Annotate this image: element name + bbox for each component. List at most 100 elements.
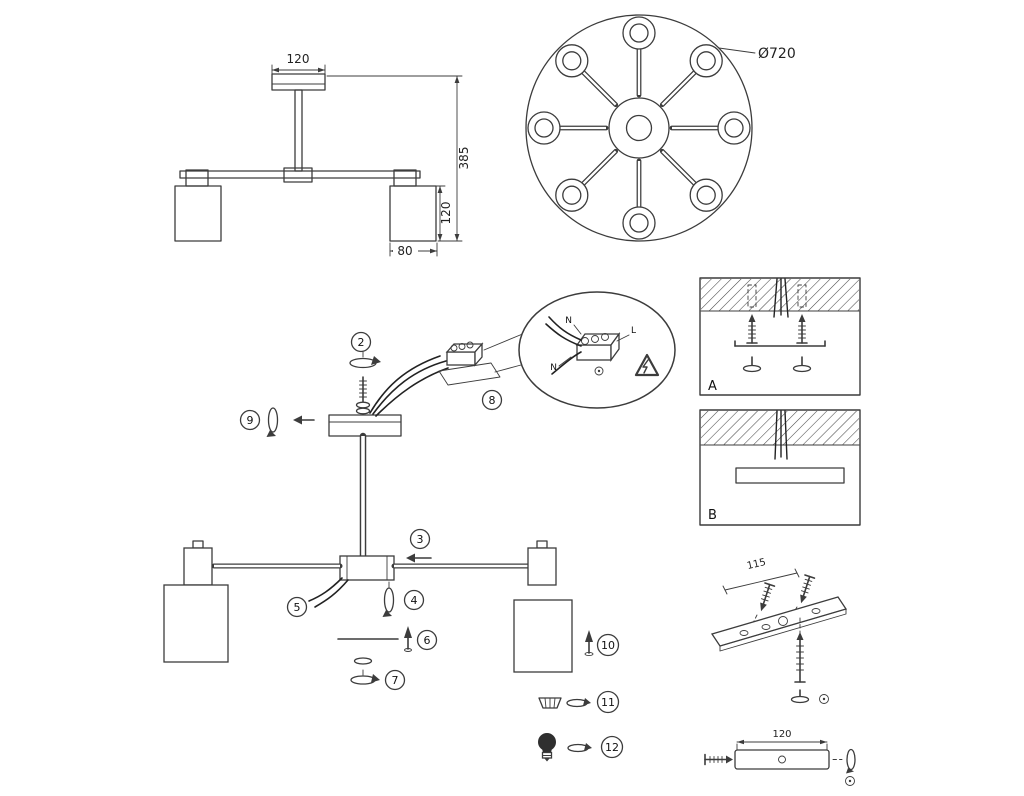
step-10-label: 10 [601,639,615,652]
rotate-arrow-icon [846,748,856,774]
center-hub [283,167,313,183]
dim-line-shade-diameter [389,242,438,257]
dim-shade-height: 120 [439,202,453,225]
step-10-marker [596,633,620,657]
dim-total-height: 385 [457,147,471,170]
right-socket-exploded [527,540,557,586]
ceiling-wires [774,410,788,460]
ceiling-hatch [701,279,859,311]
cover-disc [353,657,373,665]
right-shade-exploded [513,599,573,673]
lampholder-ring-icon [538,697,562,709]
rotate-arrow-icon [382,581,395,617]
earth-symbol-icon [594,366,604,376]
dim-line-shade-height [435,185,446,242]
option-a-label: A [708,379,717,394]
screw-icon [704,753,733,766]
exploded-view: 2 9 [163,291,676,762]
step-6-marker [416,629,438,651]
rotate-arrow-icon [566,698,591,708]
terminal-block [438,341,501,386]
screw-pin-icon [404,626,412,652]
mains-wires [369,355,449,417]
diameter-leader [718,47,756,54]
canopy [271,73,326,91]
step-12-label: 12 [605,741,619,754]
push-left-arrow-icon [406,553,432,563]
option-b-label: B [708,508,717,523]
bracket-detail: 115 [710,557,848,704]
step-7-marker [384,669,406,691]
arm-bar [179,170,421,179]
lamp-top-view: Ø720 [525,14,796,242]
wall-plug-icon [797,284,807,308]
lamp-side-view: 120 385 120 [174,52,471,258]
ceiling-hatch [701,411,859,445]
dim-canopy-width: 120 [287,52,310,66]
step-3-label: 3 [417,533,424,546]
screw-pin-icon [584,630,594,657]
spokes [556,45,722,211]
hub-ring [608,97,670,159]
rotate-arrow-icon [567,743,592,753]
step-9-label: 9 [247,414,254,427]
right-shade [389,185,437,242]
wire-n-bottom-label: N [550,363,557,373]
lamp-positions [527,16,751,240]
outer-rim [525,14,753,242]
cap-nut-icon [742,356,762,373]
wire-l-label: L [631,326,636,336]
cap-nut-icon [792,356,812,373]
dim-bar-width: 120 [772,729,791,740]
bar-detail: 120 [704,729,856,786]
wall-plug-icon [747,284,757,308]
step-2-marker [350,331,372,353]
left-lamp [163,540,229,663]
ceiling-wires [773,278,789,318]
threaded-rod [355,376,371,415]
screw-icon [746,314,758,344]
step-5-label: 5 [294,601,301,614]
step-3-marker [409,528,431,550]
mounting-bracket [710,596,848,652]
hub-center [625,114,653,142]
stem [294,89,303,172]
step-8-label: 8 [489,394,496,407]
mounting-bracket-line [734,340,826,347]
canopy-plate [328,414,402,437]
hub-wires [308,577,349,608]
step-12-marker [600,735,624,759]
step-4-marker [403,589,425,611]
light-bulb-icon [538,733,556,762]
step-8-marker [481,389,503,411]
rotate-arrow-icon [349,351,381,369]
step-11-label: 11 [601,696,615,709]
dim-line-bracket [722,568,800,595]
push-left-arrow-icon [293,415,315,425]
electric-warning-icon [634,353,660,377]
mounting-bar [734,749,830,770]
wire-n-top-label: N [565,316,572,326]
rotate-arrow-icon [266,407,279,437]
bar-center-hole [778,755,786,764]
screw-icon [800,574,816,604]
dim-shade-diameter: 80 [397,244,412,258]
left-shade [174,185,222,242]
step-4-label: 4 [411,594,418,607]
note-dot-icon [845,776,855,786]
step-6-label: 6 [424,634,431,647]
hub-body [339,555,395,581]
step-11-marker [596,690,620,714]
step-7-label: 7 [392,674,399,687]
cap-nut-icon [790,689,810,704]
wiring-zoom-callout: N L N [483,291,676,409]
dim-line-bar [736,739,828,751]
note-dot-icon [819,694,829,704]
step-9-marker [239,409,261,431]
dim-line-canopy-width [271,64,326,76]
dim-line-total-height [326,75,463,242]
mounting-option-b: B [699,409,861,526]
mounting-option-a: A [699,277,861,396]
rotate-arrow-icon [350,669,380,685]
recessed-slot [735,467,845,484]
